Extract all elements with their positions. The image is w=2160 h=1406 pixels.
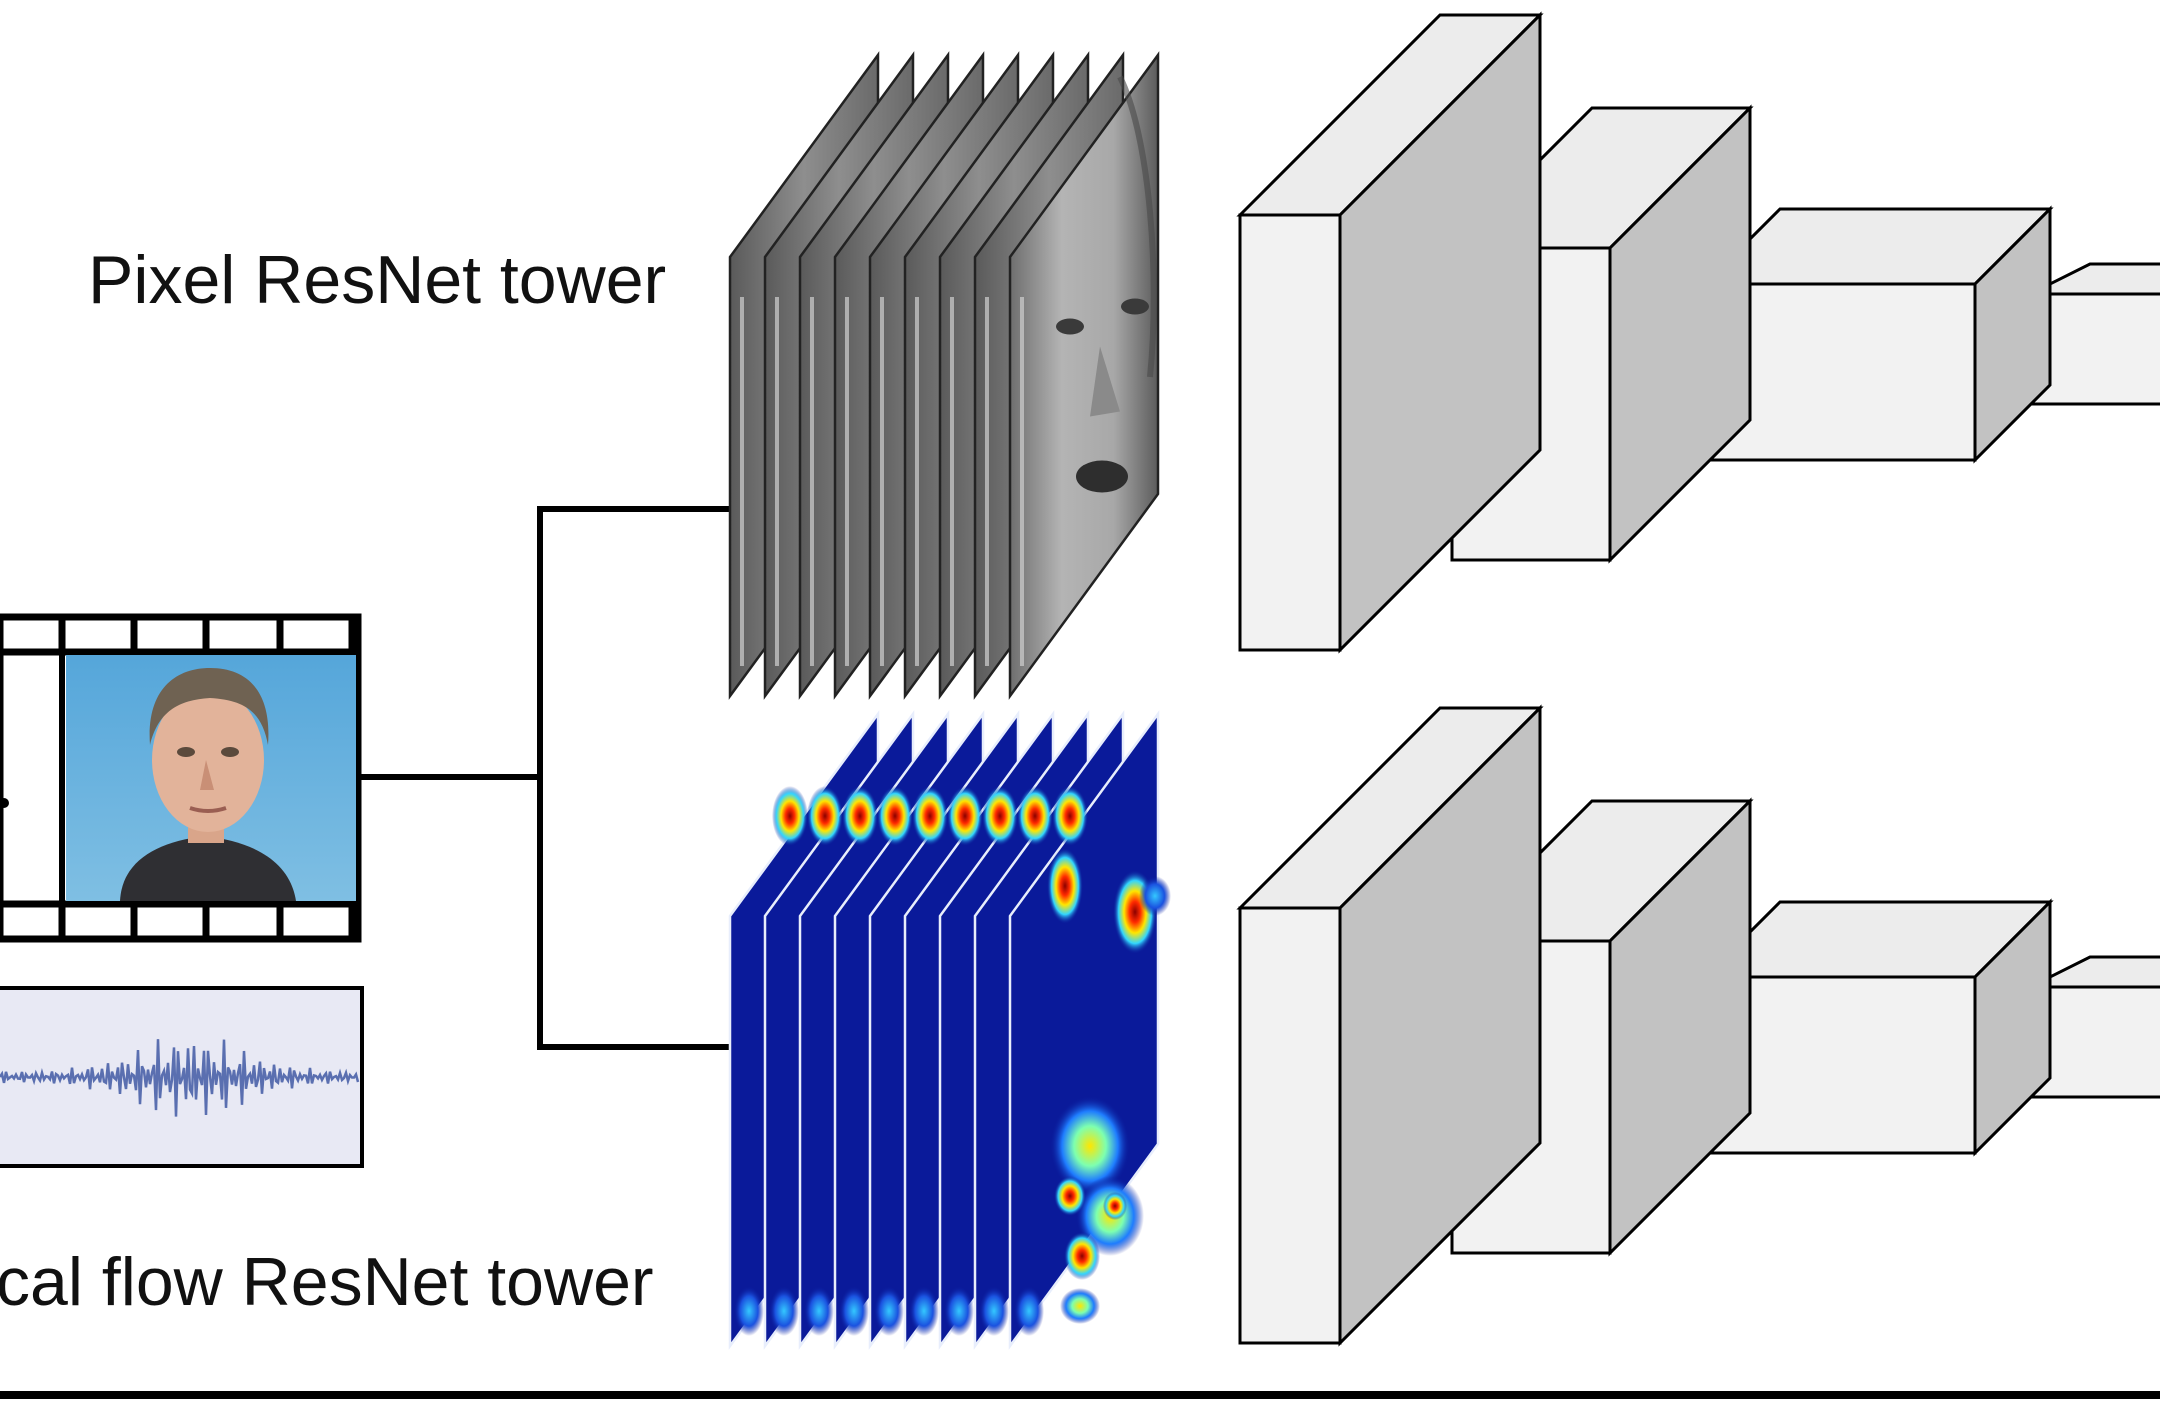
resnet-block-icon (1236, 704, 1544, 1347)
audio-waveform-icon (0, 986, 364, 1168)
flow-resnet-blocks (1236, 704, 2160, 1347)
optical-flow-heatmap-stack (728, 710, 1171, 1350)
resnet-block-icon (1236, 11, 1544, 654)
branch-connector (358, 506, 730, 1050)
flow-tower-label: cal flow ResNet tower (0, 1244, 654, 1320)
grayscale-frame (1008, 51, 1160, 700)
resnet-block-icon (2028, 955, 2160, 1099)
pixel-tower-label: Pixel ResNet tower (88, 242, 667, 318)
grayscale-face-frame-stack (728, 51, 1160, 700)
heatmap-frame (1008, 710, 1171, 1350)
face-photo-icon (66, 655, 356, 901)
resnet-block-icon (1701, 898, 2054, 1157)
pixel-resnet-blocks (1236, 11, 2160, 654)
resnet-block-icon (1701, 205, 2054, 464)
